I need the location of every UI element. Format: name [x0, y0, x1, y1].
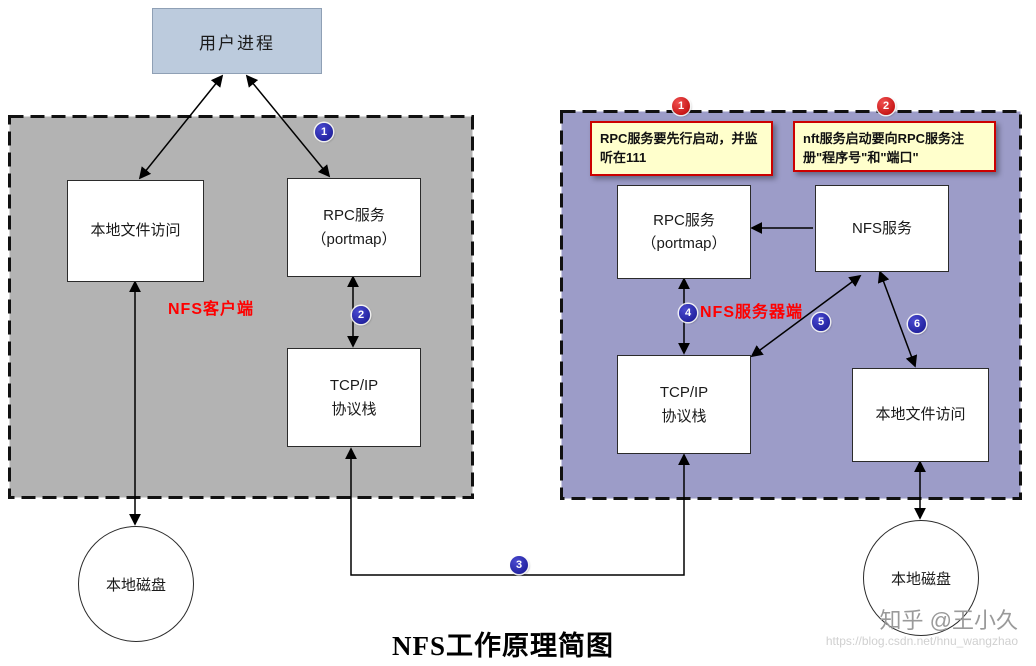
watermark-zhihu: 知乎 @王小久 — [879, 608, 1018, 633]
client-tcp-line2: 协议栈 — [331, 400, 377, 418]
client-tcpip-stack-box: TCP/IP 协议栈 — [287, 348, 421, 447]
arrow-client-tcp-to-server-tcp — [345, 447, 690, 576]
note2-text: nft服务启动要向RPC服务注册"程序号"和"端口" — [803, 131, 965, 165]
server-region-label: NFS服务器端 — [700, 304, 804, 321]
note1-number-badge: 1 — [672, 97, 690, 115]
arrow-user-to-client-localfile — [138, 74, 224, 180]
client-local-file-access-label: 本地文件访问 — [90, 222, 181, 240]
server-nfs-service-box: NFS服务 — [815, 185, 949, 272]
diagram-title: NFS工作原理简图 — [391, 631, 614, 661]
server-rpc-service-box: RPC服务 （portmap） — [617, 185, 751, 279]
arrow-nfs-to-server-localfile — [877, 270, 918, 368]
step-3-badge: 3 — [510, 556, 528, 574]
server-local-file-access-box: 本地文件访问 — [852, 368, 989, 462]
client-rpc-line2: （portmap） — [311, 230, 397, 248]
server-tcp-line2: 协议栈 — [661, 407, 707, 425]
arrow-server-tcp-to-nfs — [750, 274, 862, 358]
client-rpc-service-box: RPC服务 （portmap） — [287, 178, 421, 277]
step-4-badge: 4 — [679, 304, 697, 322]
user-process-label: 用户进程 — [199, 33, 275, 53]
client-local-disk: 本地磁盘 — [78, 526, 194, 642]
server-tcpip-stack-box: TCP/IP 协议栈 — [617, 355, 751, 454]
server-local-disk: 本地磁盘 — [863, 520, 979, 636]
client-region-label: NFS客户端 — [168, 301, 255, 318]
step-1-badge: 1 — [315, 123, 333, 141]
step-6-badge: 6 — [908, 315, 926, 333]
server-nfs-service-label: NFS服务 — [851, 219, 912, 237]
client-local-file-access-box: 本地文件访问 — [67, 180, 204, 282]
server-local-file-access-label: 本地文件访问 — [875, 406, 966, 424]
step-2-badge: 2 — [352, 306, 370, 324]
server-disk-label: 本地磁盘 — [890, 570, 951, 588]
note-nfs-register: nft服务启动要向RPC服务注册"程序号"和"端口" — [793, 121, 996, 172]
note2-number-badge: 2 — [877, 97, 895, 115]
watermark-url: https://blog.csdn.net/hnu_wangzhao — [825, 634, 1018, 649]
client-rpc-line1: RPC服务 — [323, 207, 385, 225]
note-rpc-start-first: RPC服务要先行启动，并监听在111 — [590, 121, 773, 176]
server-rpc-line2: （portmap） — [641, 235, 727, 252]
client-tcp-line1: TCP/IP — [329, 377, 379, 395]
server-tcp-line1: TCP/IP — [659, 384, 709, 402]
client-disk-label: 本地磁盘 — [105, 576, 166, 594]
server-rpc-line1: RPC服务 — [653, 211, 715, 229]
watermark: 知乎 @王小久 https://blog.csdn.net/hnu_wangzh… — [826, 608, 1018, 650]
user-process-box: 用户进程 — [152, 8, 322, 74]
arrow-user-to-client-rpc — [245, 74, 331, 178]
step-5-badge: 5 — [812, 313, 830, 331]
note1-text: RPC服务要先行启动，并监听在111 — [600, 131, 758, 165]
